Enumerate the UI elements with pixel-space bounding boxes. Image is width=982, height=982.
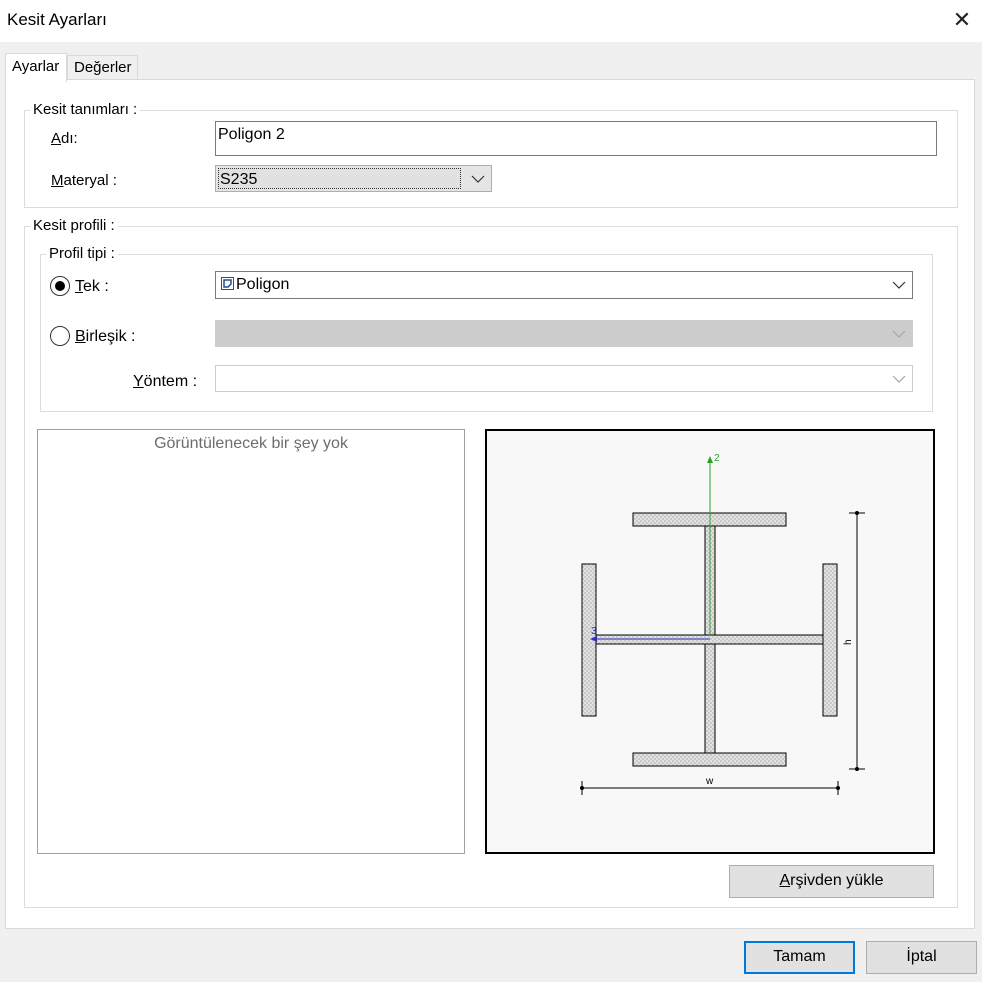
empty-message: Görüntülenecek bir şey yok [154, 435, 348, 452]
tab-degerler[interactable]: Değerler [67, 55, 138, 80]
material-select[interactable]: S235 [215, 165, 492, 192]
name-label: Adı: [51, 130, 78, 147]
section-profile-legend: Kesit profili : [30, 217, 118, 234]
composite-label: Birleşik : [75, 328, 136, 345]
title-bar [0, 0, 982, 42]
axis-3-label: 3 [591, 626, 597, 637]
profile-list-preview: Görüntülenecek bir şey yok [37, 429, 465, 854]
method-select[interactable] [215, 365, 913, 392]
chevron-down-icon [892, 330, 906, 338]
single-radio[interactable] [50, 276, 70, 296]
polygon-icon [221, 277, 234, 290]
composite-profile-select[interactable] [215, 320, 913, 347]
section-profile-group [24, 226, 958, 908]
name-input[interactable]: Poligon 2 [215, 121, 937, 156]
material-value: S235 [218, 168, 461, 189]
axis-2-label: 2 [714, 453, 720, 464]
profile-type-legend: Profil tipi : [46, 245, 118, 262]
method-label: Yöntem : [133, 373, 198, 390]
right-flange [822, 563, 838, 717]
dim-h-label: h [843, 639, 854, 645]
load-from-archive-button[interactable]: Arşivden yükle [729, 865, 934, 898]
profile-type-group [40, 254, 933, 412]
window-title: Kesit Ayarları [7, 10, 107, 29]
material-label: Materyal : [51, 172, 117, 189]
chevron-down-icon [471, 175, 485, 183]
single-profile-select[interactable]: Poligon [215, 271, 913, 299]
section-definitions-legend: Kesit tanımları : [30, 101, 141, 118]
axis-2-arrow [707, 456, 713, 463]
close-icon[interactable]: ✕ [952, 7, 972, 32]
bottom-flange [632, 752, 787, 767]
section-drawing-preview: 2 3 h w [485, 429, 935, 854]
section-drawing: 2 3 h w [580, 453, 865, 795]
chevron-down-icon [892, 375, 906, 383]
composite-radio[interactable] [50, 326, 70, 346]
ok-button[interactable]: Tamam [744, 941, 855, 974]
single-label: Tek : [75, 278, 109, 295]
section-definitions-group [24, 110, 958, 208]
single-profile-value: Poligon [236, 276, 290, 293]
axis-3-arrow [590, 636, 597, 642]
chevron-down-icon [892, 281, 906, 289]
dim-w-label: w [705, 776, 714, 787]
cancel-button[interactable]: İptal [866, 941, 977, 974]
tab-ayarlar[interactable]: Ayarlar [5, 53, 67, 82]
single-radio-dot [55, 281, 65, 291]
